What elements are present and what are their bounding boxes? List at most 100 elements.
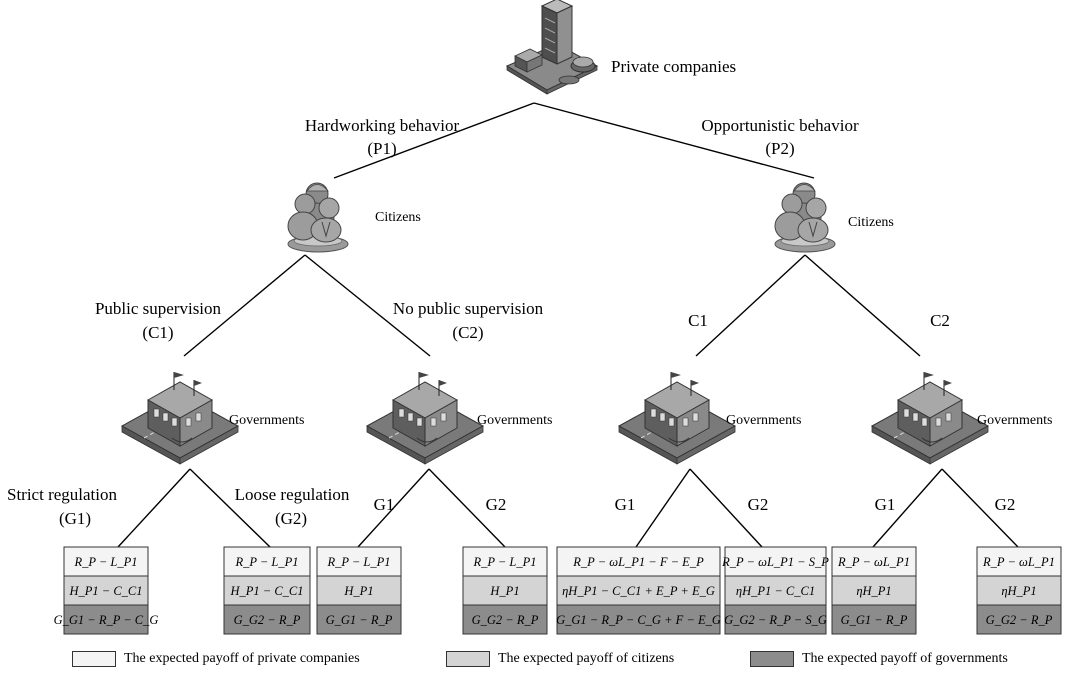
legend-item-governments: The expected payoff of governments bbox=[750, 651, 1008, 667]
edge-gov1-g2 bbox=[189, 468, 271, 548]
company-payoff-cell bbox=[63, 546, 149, 577]
government-payoff-text: G_G1 − R_P − C_G + F − E_G bbox=[556, 613, 721, 627]
payoff-box: R_P − ωL_P1 − F − E_P ηH_P1 − C_C1 + E_P … bbox=[556, 546, 721, 635]
company-payoff-cell bbox=[831, 546, 917, 577]
payoff-box: R_P − L_P1H_P1 − C_C1G_G2 − R_P bbox=[223, 546, 311, 635]
edge-citizens-right-c1 bbox=[695, 254, 806, 357]
company-payoff-cell bbox=[316, 546, 402, 577]
government-payoff-text: G_G1 − R_P bbox=[326, 613, 393, 627]
gov-label-1: Governments bbox=[229, 413, 304, 428]
government-building-icon bbox=[871, 371, 989, 465]
citizen-payoff-text: H_P1 − C_C1 bbox=[229, 584, 303, 598]
citizen-payoff-text: H_P1 − C_C1 bbox=[68, 584, 142, 598]
c1-left-name: Public supervision bbox=[95, 299, 222, 318]
payoff-box: R_P − L_P1H_P1 − C_C1G_G1 − R_P − C_G bbox=[54, 546, 159, 635]
company-payoff-text: R_P − L_P1 bbox=[326, 555, 390, 569]
government-building-icon bbox=[618, 371, 736, 465]
edge-gov2-g1 bbox=[357, 468, 430, 548]
g1-label-4: G1 bbox=[875, 495, 896, 514]
government-payoff-text: G_G1 − R_P − C_G bbox=[54, 613, 159, 627]
payoff-boxes: R_P − L_P1H_P1 − C_C1G_G1 − R_P − C_GR_P… bbox=[54, 546, 1062, 635]
legend-label-companies: The expected payoff of private companies bbox=[124, 651, 360, 666]
c2-right-label: C2 bbox=[930, 311, 950, 330]
legend-item-companies: The expected payoff of private companies bbox=[72, 651, 360, 667]
government-payoff-cell bbox=[223, 604, 311, 635]
citizen-payoff-text: H_P1 bbox=[489, 584, 519, 598]
company-payoff-text: R_P − ωL_P1 bbox=[982, 555, 1055, 569]
root-label: Private companies bbox=[611, 57, 736, 76]
edge-gov3-g1 bbox=[635, 468, 691, 548]
legend-swatch-governments bbox=[750, 651, 794, 667]
c1-right-label: C1 bbox=[688, 311, 708, 330]
citizen-payoff-text: ηH_P1 − C_C1 + E_P + E_G bbox=[562, 584, 715, 598]
government-payoff-cell bbox=[556, 604, 721, 635]
government-payoff-cell bbox=[831, 604, 917, 635]
legend-item-citizens: The expected payoff of citizens bbox=[446, 651, 674, 667]
government-payoff-cell bbox=[976, 604, 1062, 635]
c1-left-code: (C1) bbox=[142, 323, 173, 342]
c2-left-name: No public supervision bbox=[393, 299, 544, 318]
gov-label-4: Governments bbox=[977, 413, 1052, 428]
company-payoff-text: R_P − ωL_P1 bbox=[837, 555, 910, 569]
citizen-payoff-text: H_P1 bbox=[343, 584, 373, 598]
citizen-payoff-cell bbox=[462, 575, 548, 606]
company-payoff-text: R_P − ωL_P1 − F − E_P bbox=[572, 555, 704, 569]
edge-citizens-left-c1 bbox=[183, 254, 306, 357]
company-payoff-text: R_P − L_P1 bbox=[73, 555, 137, 569]
payoff-box: R_P − ωL_P1 ηH_P1G_G2 − R_P bbox=[976, 546, 1062, 635]
government-building-icon bbox=[121, 371, 239, 465]
citizen-payoff-cell bbox=[831, 575, 917, 606]
edge-gov3-g2 bbox=[689, 468, 763, 548]
edge-gov2-g2 bbox=[428, 468, 506, 548]
c2-left-code: (C2) bbox=[452, 323, 483, 342]
company-building-icon bbox=[506, 0, 598, 95]
edge-root-p2 bbox=[533, 102, 815, 179]
p2-code: (P2) bbox=[765, 139, 794, 158]
government-payoff-cell bbox=[63, 604, 149, 635]
g1-first-code: (G1) bbox=[59, 509, 91, 528]
government-building-icon bbox=[366, 371, 484, 465]
citizens-icon bbox=[774, 182, 836, 253]
g1-label-2: G1 bbox=[374, 495, 395, 514]
p1-name: Hardworking behavior bbox=[305, 116, 460, 135]
company-payoff-cell bbox=[223, 546, 311, 577]
payoff-box: R_P − L_P1H_P1G_G2 − R_P bbox=[462, 546, 548, 635]
gov-label-3: Governments bbox=[726, 413, 801, 428]
government-payoff-text: G_G2 − R_P bbox=[986, 613, 1053, 627]
p1-code: (P1) bbox=[367, 139, 396, 158]
tree-lines bbox=[117, 102, 1019, 548]
citizen-payoff-cell bbox=[316, 575, 402, 606]
citizens-label-left: Citizens bbox=[375, 210, 421, 225]
government-payoff-cell bbox=[462, 604, 548, 635]
edge-root-p1 bbox=[333, 102, 535, 179]
edge-citizens-left-c2 bbox=[304, 254, 431, 357]
government-payoff-text: G_G2 − R_P − S_G bbox=[724, 613, 827, 627]
company-payoff-text: R_P − L_P1 bbox=[472, 555, 536, 569]
g2-label-4: G2 bbox=[995, 495, 1016, 514]
edge-gov4-g2 bbox=[941, 468, 1019, 548]
company-payoff-cell bbox=[724, 546, 827, 577]
legend-label-governments: The expected payoff of governments bbox=[802, 651, 1008, 666]
payoff-box: R_P − L_P1H_P1G_G1 − R_P bbox=[316, 546, 402, 635]
citizens-icon bbox=[287, 182, 349, 253]
legend-label-citizens: The expected payoff of citizens bbox=[498, 651, 675, 666]
government-payoff-text: G_G2 − R_P bbox=[234, 613, 301, 627]
g2-label-3: G2 bbox=[748, 495, 769, 514]
citizen-payoff-text: ηH_P1 bbox=[1001, 584, 1036, 598]
citizen-payoff-text: ηH_P1 bbox=[856, 584, 891, 598]
company-payoff-cell bbox=[462, 546, 548, 577]
g2-label-2: G2 bbox=[486, 495, 507, 514]
p2-name: Opportunistic behavior bbox=[701, 116, 859, 135]
edge-gov4-g1 bbox=[872, 468, 943, 548]
legend: The expected payoff of private companies… bbox=[0, 651, 1090, 671]
government-payoff-cell bbox=[316, 604, 402, 635]
government-payoff-cell bbox=[724, 604, 827, 635]
g1-label-3: G1 bbox=[615, 495, 636, 514]
payoff-box: R_P − ωL_P1 − S_PηH_P1 − C_C1G_G2 − R_P … bbox=[721, 546, 829, 635]
government-payoff-text: G_G2 − R_P bbox=[472, 613, 539, 627]
edge-citizens-right-c2 bbox=[804, 254, 921, 357]
gov-label-2: Governments bbox=[477, 413, 552, 428]
citizen-payoff-text: ηH_P1 − C_C1 bbox=[736, 584, 815, 598]
